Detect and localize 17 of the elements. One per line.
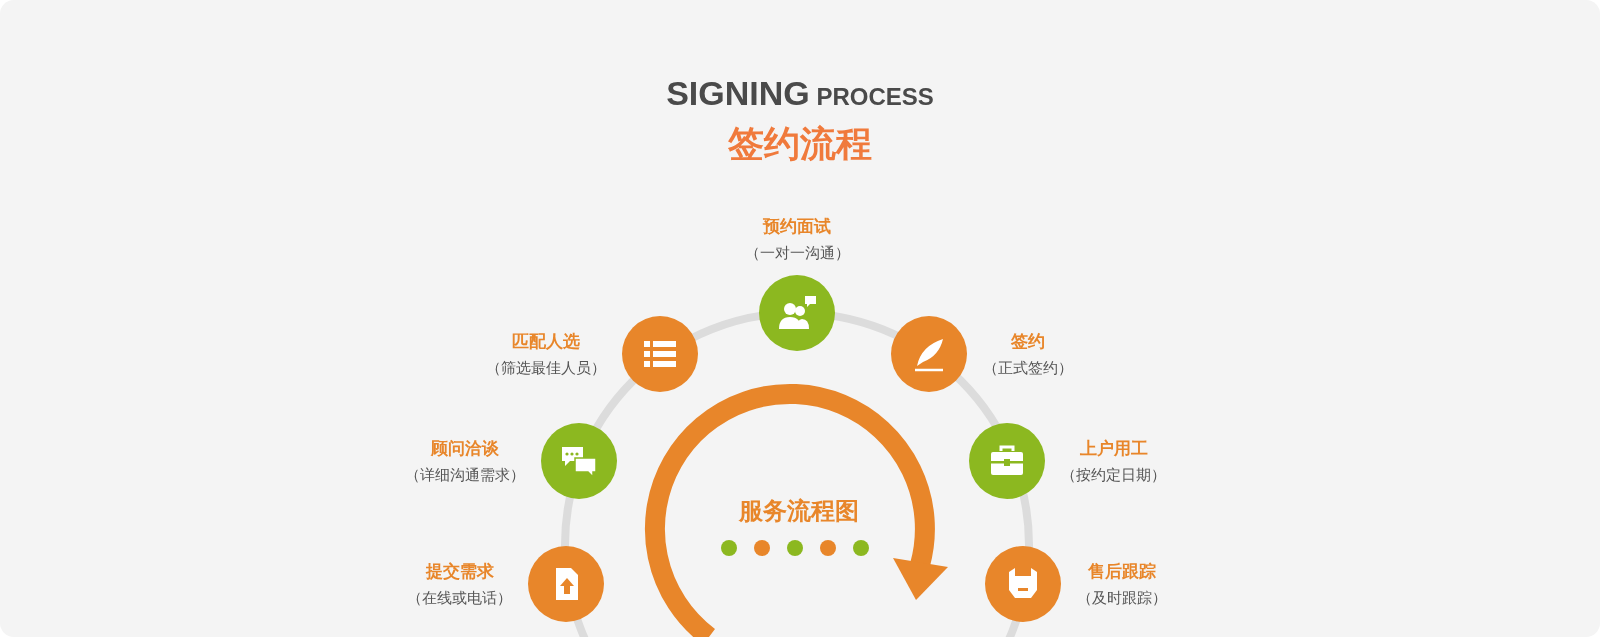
step-note: （在线或电话） [407, 589, 512, 608]
step-note: （详细沟通需求） [405, 466, 525, 485]
step-title: 售后跟踪 [1088, 560, 1156, 583]
center-heading: 服务流程图 [737, 496, 860, 527]
step-title: 预约面试 [763, 215, 831, 238]
step-note: （及时跟踪） [1077, 589, 1167, 608]
subtitle: 签约流程 [727, 121, 873, 166]
step-note: （筛选最佳人员） [486, 359, 606, 378]
step-title: 签约 [1011, 330, 1045, 353]
step-note: （一对一沟通） [744, 244, 850, 263]
step-title: 匹配人选 [512, 330, 580, 353]
step-title: 顾问洽谈 [431, 437, 499, 460]
step-note: （按约定日期） [1061, 466, 1166, 485]
step-title: 上户用工 [1079, 437, 1148, 460]
step-note: （正式签约） [983, 359, 1073, 378]
title: SIGNING PROCESS [665, 74, 935, 113]
step-title: 提交需求 [425, 560, 494, 583]
